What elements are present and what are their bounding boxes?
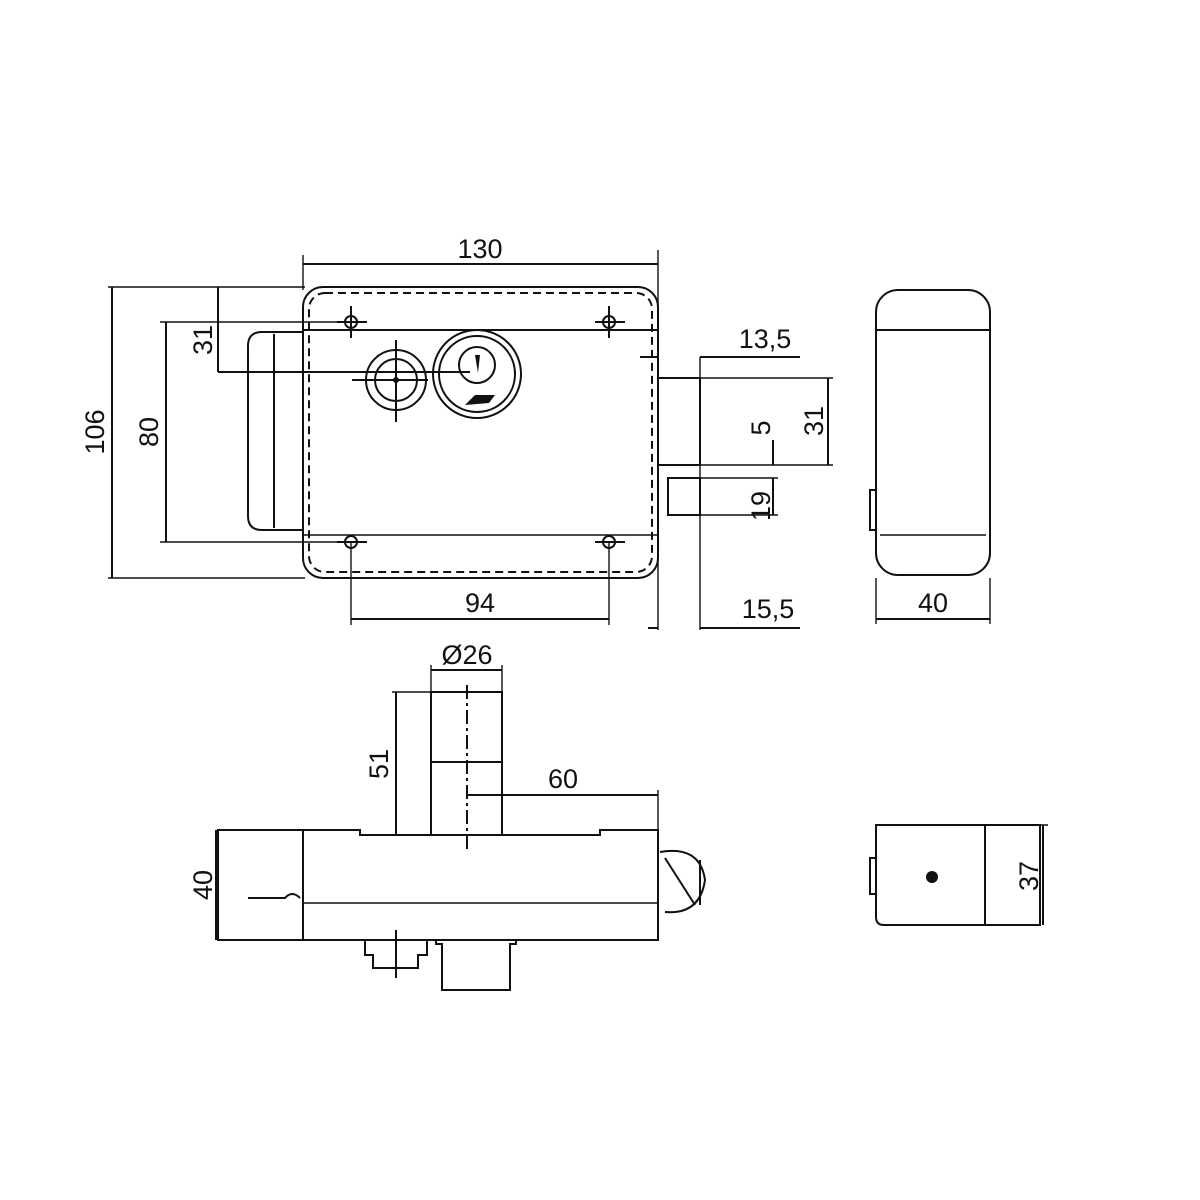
handle-lever <box>248 893 301 899</box>
dim-cylinder-to-edge-60: 60 <box>548 764 578 794</box>
dim-hole-spacing-94: 94 <box>465 588 495 618</box>
handle-cover <box>247 331 303 531</box>
bottom-view: 51 Ø26 60 40 <box>188 640 707 991</box>
dim-body-depth-40: 40 <box>188 870 218 900</box>
dim-strike-height-37: 37 <box>1014 861 1044 891</box>
dim-latch-19: 19 <box>746 491 776 521</box>
mount-hole-icon <box>337 306 625 549</box>
button-knob-icon <box>352 340 428 422</box>
dim-bolt-offset-13-5: 13,5 <box>739 324 792 354</box>
key-cylinder-icon <box>432 329 522 419</box>
dim-width-130: 130 <box>457 234 502 264</box>
dim-latch-offset-15-5: 15,5 <box>742 594 795 624</box>
strike-view: 37 <box>869 824 1048 926</box>
side-view: 40 <box>869 289 991 624</box>
cylinder-bottom <box>435 940 517 991</box>
dim-bolt-gap-5: 5 <box>746 420 776 435</box>
dim-depth-40: 40 <box>918 588 948 618</box>
dim-bolt-height-31: 31 <box>799 406 829 436</box>
latch <box>667 477 701 516</box>
latch-side <box>659 849 707 914</box>
front-view <box>218 286 701 579</box>
dead-bolt <box>657 377 701 466</box>
front-dimensions: 130 106 80 31 13,5 31 5 19 94 15,5 <box>80 234 833 630</box>
dim-cylinder-offset-31: 31 <box>188 325 218 355</box>
lock-body-hidden-edge <box>308 292 653 573</box>
dim-cylinder-length-51: 51 <box>364 749 394 779</box>
dim-cylinder-diameter: Ø26 <box>441 640 492 670</box>
dim-hole-spacing-80: 80 <box>134 417 164 447</box>
dim-height-106: 106 <box>80 409 110 454</box>
